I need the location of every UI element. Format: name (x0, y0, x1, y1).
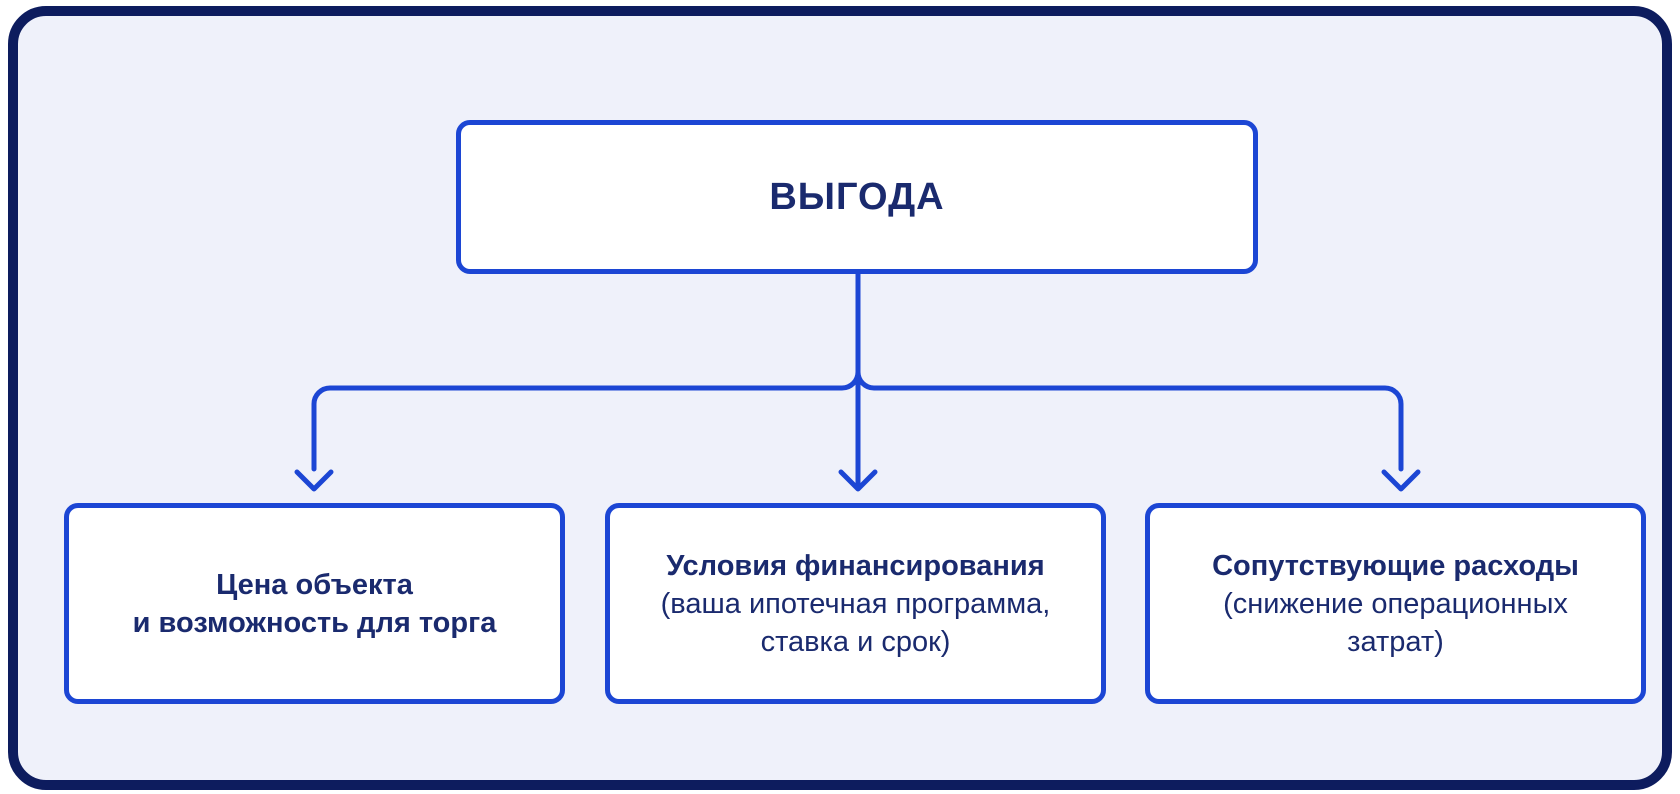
arrow-down-icon (294, 469, 334, 492)
connector-branch-left (311, 369, 861, 472)
arrow-down-icon (838, 469, 878, 492)
arrow-down-icon (1381, 469, 1421, 492)
connector-branch-right (855, 369, 1404, 472)
diagram-frame: ВЫГОДА Цена объекта и возможность для то… (8, 6, 1672, 790)
child-node-title: Цена объекта и возможность для торга (132, 568, 497, 639)
root-node-benefit: ВЫГОДА (456, 120, 1258, 274)
child-node-expenses: Сопутствующие расходы (снижение операцио… (1145, 503, 1646, 704)
child-node-subtitle: (ваша ипотечная программа, ставка и срок… (660, 587, 1051, 658)
child-node-financing: Условия финансирования (ваша ипотечная п… (605, 503, 1106, 704)
child-node-subtitle: (снижение операционных затрат) (1223, 587, 1568, 658)
root-node-title: ВЫГОДА (769, 175, 945, 218)
child-node-price: Цена объекта и возможность для торга (64, 503, 565, 704)
child-node-title: Сопутствующие расходы (1212, 549, 1579, 582)
child-node-title: Условия финансирования (666, 549, 1045, 582)
